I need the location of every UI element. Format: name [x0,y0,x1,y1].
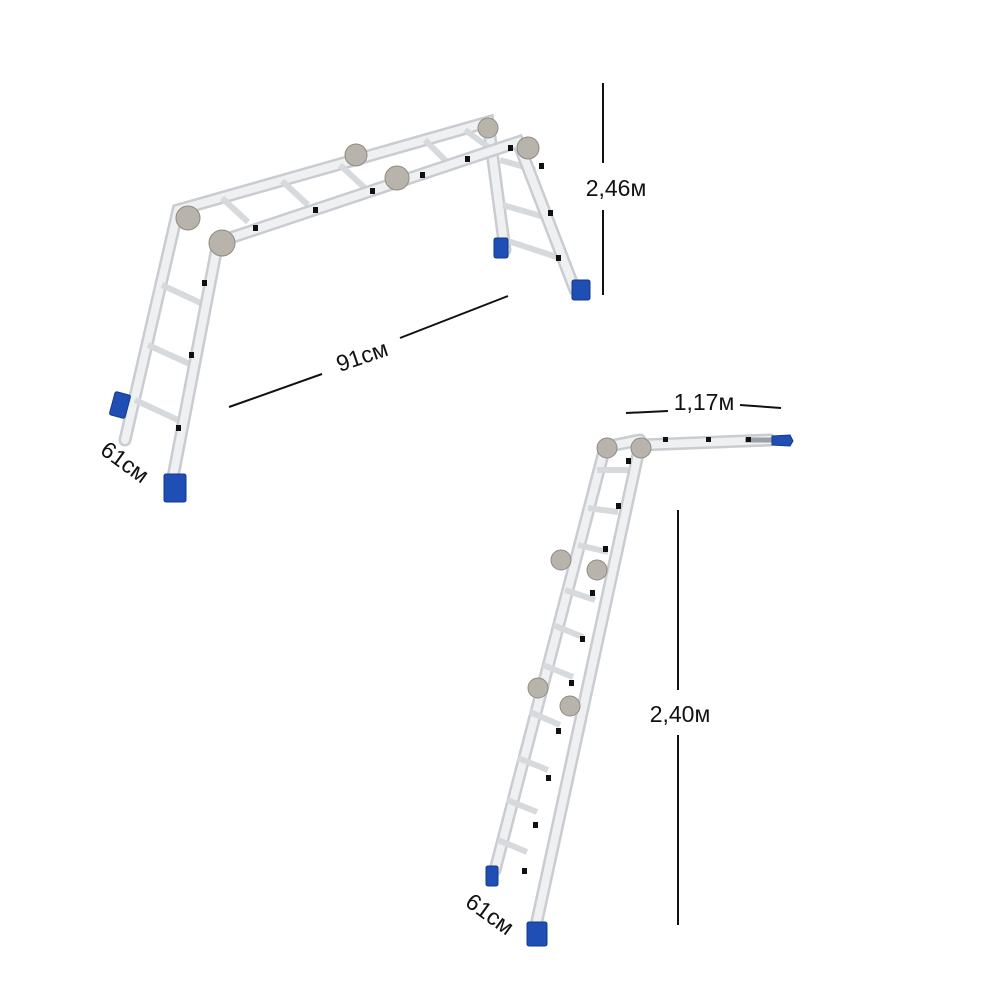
hinge-joints [175,117,540,257]
lean-top-label: 1,17м [674,389,735,415]
lean-height-dimension: 2,40м [650,510,711,925]
rubber-feet [109,237,591,503]
top-end-cap [771,434,794,447]
rubber-feet [485,434,794,947]
lean-ladder [485,433,794,947]
arch-span-dimension: 91см [228,295,509,408]
rail-holes [522,437,751,874]
lean-top-dimension: 1,17м [625,389,782,415]
arch-height-dimension: 2,46м [586,83,647,295]
arch-height-label: 2,46м [586,175,647,201]
arch-ladder [109,113,591,503]
back-rails [118,113,512,447]
front-rails [165,133,582,489]
rail-holes [176,145,561,431]
lean-width-label: 61см [461,888,519,940]
lean-height-label: 2,40м [650,701,711,727]
rungs [496,467,628,855]
hinge-joints [527,437,652,717]
arch-span-label: 91см [333,335,391,377]
